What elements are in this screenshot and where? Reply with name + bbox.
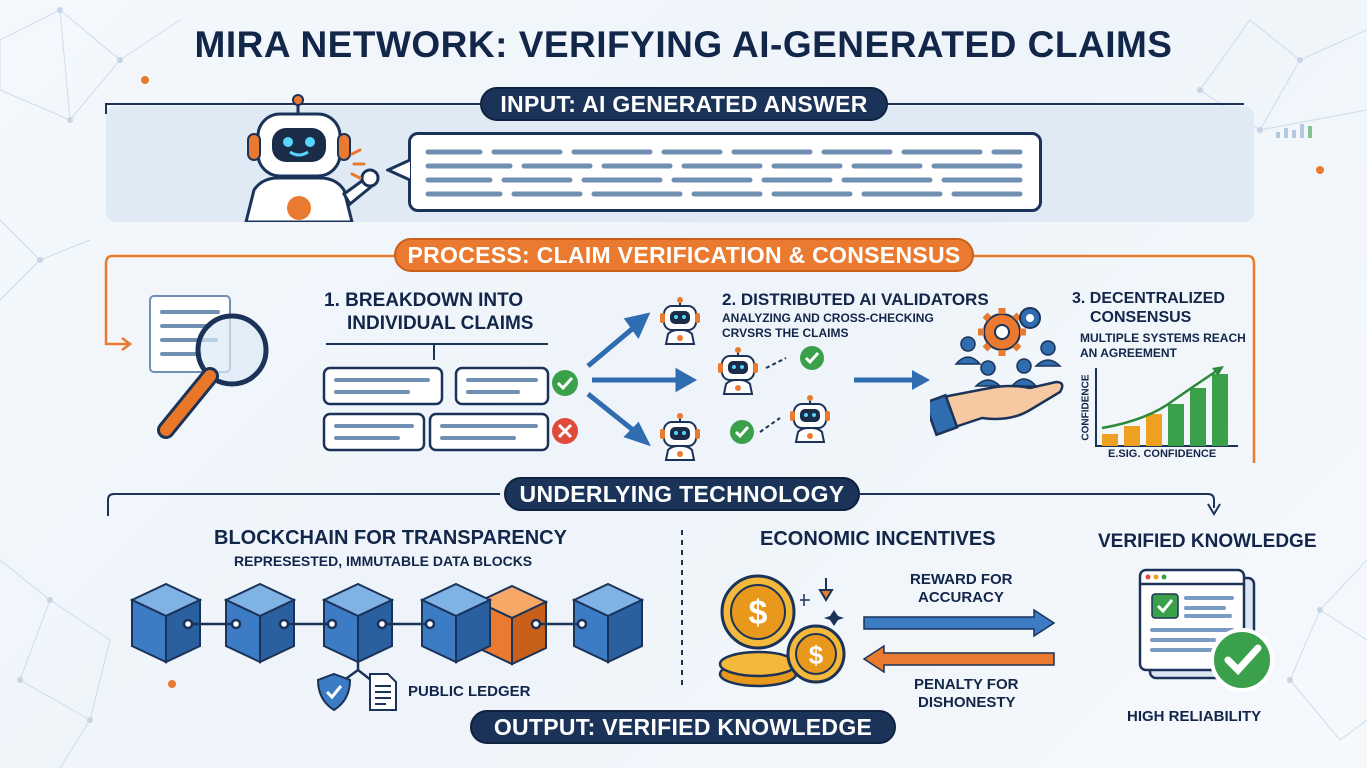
shield-icon <box>316 672 352 712</box>
step3-desc-line1: MULTIPLE SYSTEMS REACH <box>1080 331 1246 345</box>
public-ledger-label: PUBLIC LEDGER <box>408 683 531 700</box>
confidence-chart <box>1095 366 1238 447</box>
reward-arrow <box>863 608 1056 638</box>
input-label: INPUT: AI GENERATED ANSWER <box>480 87 888 121</box>
step3-title-line1: 3. DECENTRALIZED <box>1072 290 1225 307</box>
document-icon <box>369 673 397 711</box>
chart-bar <box>1212 374 1228 446</box>
chart-bar <box>1190 388 1206 446</box>
svg-text:$: $ <box>749 594 768 632</box>
verified-title: VERIFIED KNOWLEDGE <box>1098 531 1317 552</box>
blockchain-title: BLOCKCHAIN FOR TRANSPARENCY <box>214 527 567 549</box>
step2-title: 2. DISTRIBUTED AI VALIDATORS <box>722 290 989 309</box>
penalty-line2: DISHONESTY <box>918 694 1016 711</box>
penalty-arrow <box>862 644 1055 674</box>
step3-title-line2: CONSENSUS <box>1090 309 1192 326</box>
cross-icon <box>552 418 578 444</box>
coin-icon: $ $ <box>718 574 846 688</box>
technology-bracket <box>107 493 1221 516</box>
gears-icon <box>930 307 1064 437</box>
chart-bar <box>1102 434 1118 446</box>
robot-icon <box>244 94 380 222</box>
magnifier-icon <box>149 295 269 439</box>
svg-text:$: $ <box>809 640 824 670</box>
chart-bar <box>1124 426 1140 446</box>
claims-group <box>322 343 578 452</box>
blockchain-blocks <box>131 583 643 688</box>
browser-icon <box>1138 568 1274 692</box>
output-label: OUTPUT: VERIFIED KNOWLEDGE <box>470 710 896 744</box>
step2-desc-line2: CRVSRS THE CLAIMS <box>722 326 849 340</box>
distribute-arrows <box>586 312 698 447</box>
chart-bar <box>1168 404 1184 446</box>
chart-y-label: CONFIDENCE <box>1080 374 1092 441</box>
process-label: PROCESS: CLAIM VERIFICATION & CONSENSUS <box>394 238 974 272</box>
reward-line1: REWARD FOR <box>910 571 1013 588</box>
chart-x-label: E.SIG. CONFIDENCE <box>1108 448 1217 460</box>
step1-title-line1: 1. BREAKDOWN INTO <box>324 290 524 311</box>
main-title: MIRA NETWORK: VERIFYING AI-GENERATED CLA… <box>194 24 1173 65</box>
step1-title-line2: INDIVIDUAL CLAIMS <box>347 313 534 334</box>
check-icon <box>730 420 754 444</box>
economics-title: ECONOMIC INCENTIVES <box>760 528 996 550</box>
consensus-arrow <box>854 370 930 390</box>
verified-caption: HIGH RELIABILITY <box>1127 708 1262 725</box>
reward-line2: ACCURACY <box>918 589 1004 606</box>
check-icon <box>552 370 578 396</box>
section-divider <box>681 530 683 690</box>
step2-desc-line1: ANALYZING AND CROSS-CHECKING <box>722 311 934 325</box>
chart-bar <box>1146 414 1162 446</box>
answer-text-lines <box>425 149 1023 197</box>
validator-robots <box>659 296 831 461</box>
penalty-line1: PENALTY FOR <box>914 676 1019 693</box>
input-connector-line <box>105 103 1244 114</box>
blockchain-subtitle: REPRESESTED, IMMUTABLE DATA BLOCKS <box>234 553 533 569</box>
step3-desc-line2: AN AGREEMENT <box>1080 346 1177 360</box>
bubble-tail <box>386 158 411 182</box>
technology-label: UNDERLYING TECHNOLOGY <box>504 477 860 511</box>
check-icon <box>800 346 824 370</box>
process-bracket <box>104 254 1256 463</box>
